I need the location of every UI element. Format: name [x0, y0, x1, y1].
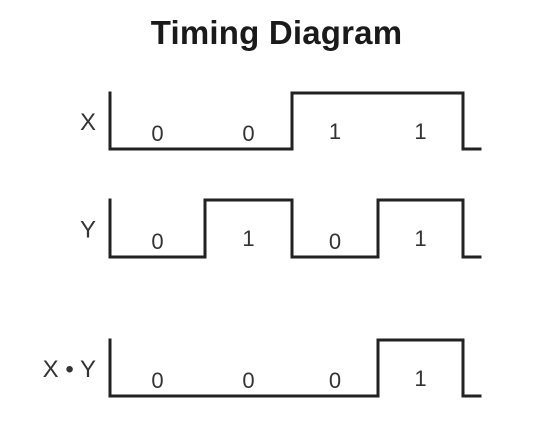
bit-value: 0	[329, 368, 341, 393]
waveform	[108, 198, 482, 259]
diagram-title: Timing Diagram	[150, 14, 403, 51]
waveform	[108, 91, 482, 151]
signal-label: Y	[80, 217, 96, 244]
bit-value: 1	[414, 119, 426, 144]
signal-row-1: X 0 0 1 1	[80, 91, 482, 151]
signal-label: X	[80, 109, 96, 136]
bit-value: 1	[329, 119, 341, 144]
bit-value: 1	[414, 366, 426, 391]
waveform	[108, 338, 482, 398]
signal-label: X • Y	[43, 356, 96, 383]
bit-value: 0	[329, 229, 341, 254]
bit-value: 0	[151, 121, 163, 146]
bit-value: 0	[242, 368, 254, 393]
bit-value: 0	[242, 121, 254, 146]
signal-row-2: Y 0 1 0 1	[80, 198, 482, 259]
bit-value: 1	[242, 226, 254, 251]
bit-value: 1	[414, 226, 426, 251]
bit-value: 0	[151, 368, 163, 393]
bit-value: 0	[151, 229, 163, 254]
signal-row-3: X • Y 0 0 0 1	[43, 338, 482, 398]
